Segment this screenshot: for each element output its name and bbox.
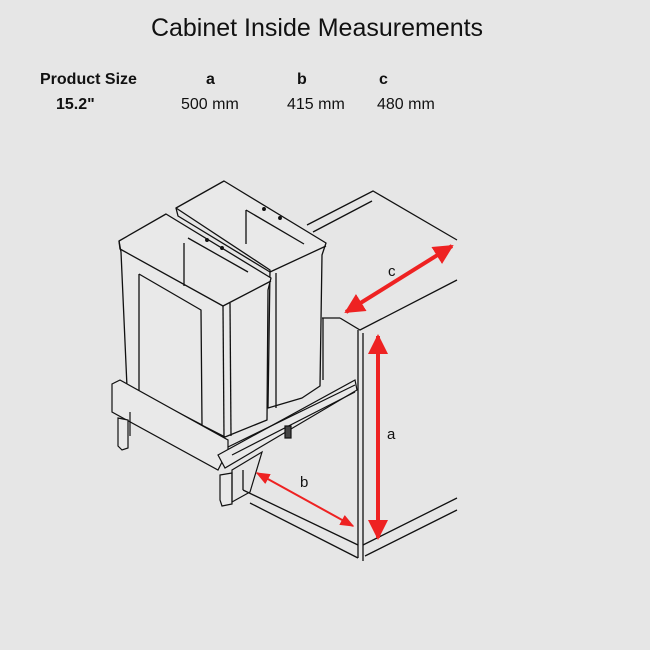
value-product-size: 15.2": [56, 96, 95, 113]
arrow-c: [344, 244, 454, 314]
pullout-frame: [111, 379, 358, 507]
label-b: b: [300, 474, 308, 491]
value-b: 415 mm: [287, 96, 345, 113]
page-title: Cabinet Inside Measurements: [150, 14, 484, 42]
header-product-size: Product Size: [40, 71, 137, 88]
label-c: c: [388, 263, 396, 280]
header-b: b: [297, 71, 307, 88]
header-a: a: [206, 71, 215, 88]
arrow-b: [255, 472, 355, 527]
value-a: 500 mm: [181, 96, 239, 113]
header-c: c: [379, 71, 388, 88]
label-a: a: [387, 426, 396, 443]
waste-bins: [118, 180, 327, 438]
value-c: 480 mm: [377, 96, 435, 113]
dimension-arrows: [255, 244, 454, 540]
